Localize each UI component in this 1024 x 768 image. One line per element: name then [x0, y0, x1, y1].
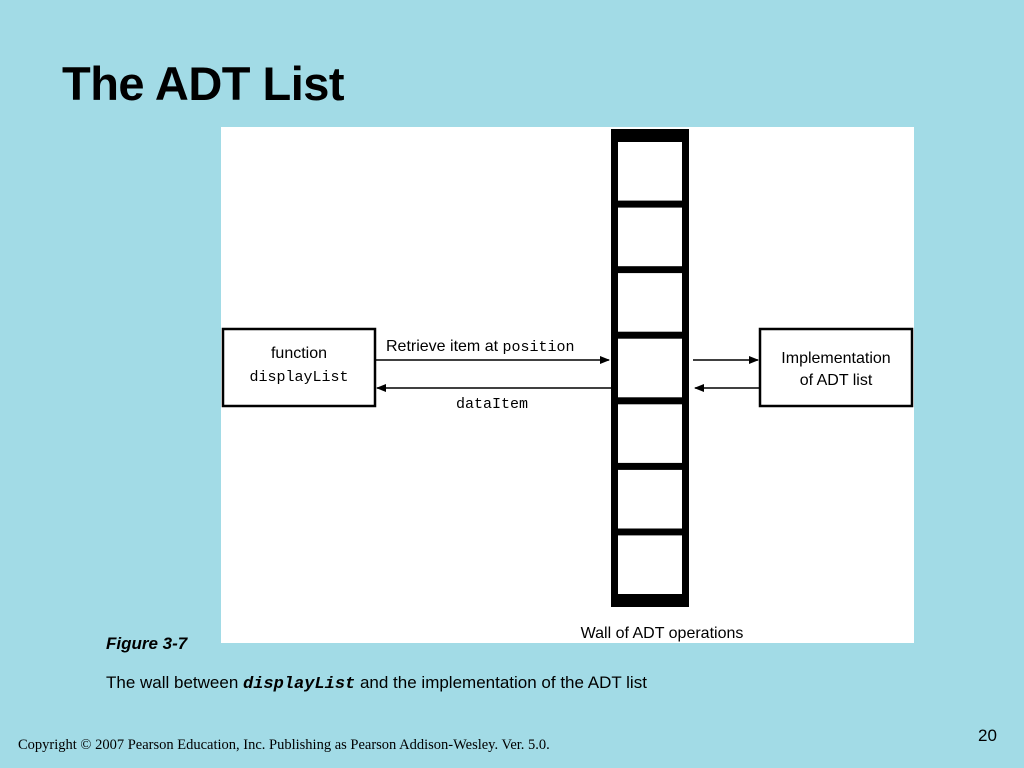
implementation-box-line1: Implementation [781, 350, 890, 367]
wall-cell [618, 142, 682, 201]
function-box [221, 327, 377, 408]
implementation-box-line2: of ADT list [800, 372, 873, 389]
caption-prefix: The wall between [106, 673, 244, 692]
figure-caption: The wall between displayList and the imp… [106, 673, 647, 694]
wall-label: Wall of ADT operations [581, 625, 744, 642]
wall-cell [618, 273, 682, 332]
wall-cell [618, 469, 682, 529]
wall-cell [618, 404, 682, 463]
wall-cell [618, 535, 682, 594]
caption-suffix: and the implementation of the ADT list [355, 673, 647, 692]
figure-label: Figure 3-7 [106, 634, 188, 653]
copyright-notice: Copyright © 2007 Pearson Education, Inc.… [18, 737, 550, 753]
adt-wall-diagram: function displayList Implementation of A… [221, 129, 914, 642]
adt-operations-wall [611, 129, 689, 607]
implementation-box [758, 327, 914, 408]
caption-code: displayList [243, 675, 356, 694]
wall-cell [618, 338, 682, 398]
wall-cell [618, 207, 682, 267]
page-number: 20 [978, 726, 997, 745]
function-box-line1: function [271, 345, 327, 362]
function-box-line2: displayList [249, 369, 348, 386]
retrieve-label: Retrieve item at position [386, 338, 575, 356]
data-item-label: dataItem [456, 396, 528, 413]
figure-panel: function displayList Implementation of A… [221, 127, 914, 643]
slide-title: The ADT List [62, 57, 345, 110]
